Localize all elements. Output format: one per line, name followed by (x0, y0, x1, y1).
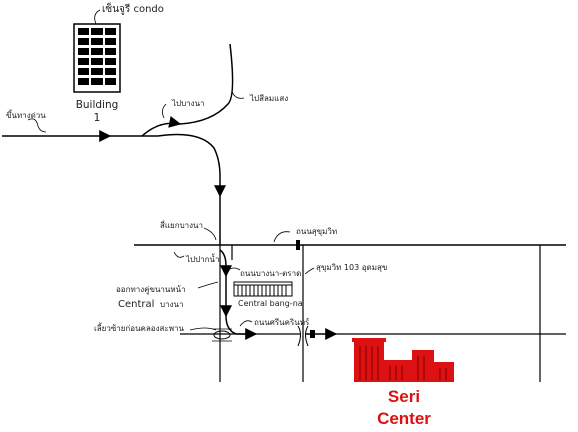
sukhumvit-road (134, 240, 566, 250)
srinakarin-road (180, 325, 566, 347)
central-bangna-suffix: บางนา (160, 300, 183, 309)
condo-label: เซ็นจูรี condo (102, 1, 164, 15)
central-bangna-store-icon (233, 281, 293, 297)
srinakarin-road-label: ถนนศรีนครินทร์ (254, 317, 310, 327)
exit-parallel-label: ออกทางคู่ขนานหน้า (116, 285, 186, 295)
seri-label-line1: Seri (388, 387, 420, 406)
central-label: Central (118, 299, 154, 310)
sukhumvit-road-label: ถนนสุขุมวิท (296, 227, 337, 236)
seri-label-line2: Center (377, 409, 431, 428)
to-bangna-label: ไปบางนา (171, 99, 205, 108)
expressway-entry-label: ขึ้นทางด่วน (6, 109, 46, 120)
to-paknam-label: ไปปากน้ำ (185, 253, 219, 264)
bangna-junction-label: สี่แยกบางนา (160, 219, 203, 230)
seri-center-building-icon (352, 338, 454, 382)
sukhumvit-103-label: สุขุมวิท 103 อุดมสุข (316, 263, 387, 272)
building-label-line2: 1 (94, 112, 101, 124)
building-label-line1: Building (76, 99, 119, 111)
turn-left-label: เลี้ยวซ้ายก่อนคลองสะพาน (94, 322, 184, 333)
expressway-road (2, 43, 234, 245)
condo-callout (94, 9, 101, 25)
central-bangna-store-label: Central bang-na (238, 299, 303, 308)
bangna-trat-road-label: ถนนบางนา-ตราด (240, 269, 301, 278)
to-silom-label: ไปสีลมแสง (249, 94, 288, 103)
condo-building-icon (73, 23, 121, 93)
bangna-trat-road (219, 245, 237, 382)
